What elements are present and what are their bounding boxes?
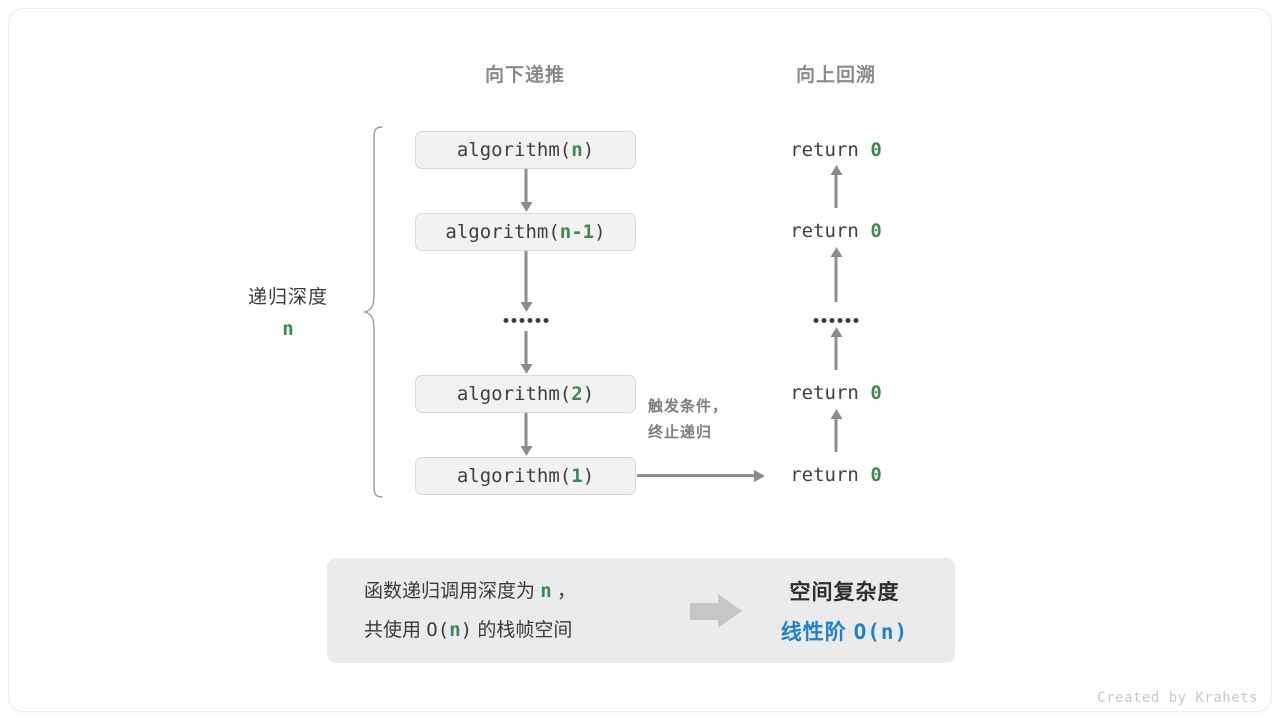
call-box-suffix: ) [594,221,606,243]
call-box-arg: n-1 [559,221,595,243]
call-box-n-minus-1[interactable]: algorithm(n-1) [415,213,636,251]
up-arrow-4 [834,418,838,452]
summary-description: 函数递归调用深度为 n ， 共使用 O(n) 的栈帧空间 [364,572,684,650]
down-arrow-2 [524,251,528,303]
summary-line1-text-b: ， [557,580,577,602]
up-arrow-3 [834,336,838,370]
return-keyword: return [790,464,859,486]
return-keyword: return [790,220,859,242]
column-header-downward: 向下递推 [484,65,565,86]
call-box-2[interactable]: algorithm(2) [415,375,636,413]
summary-line2-text-b: 的栈帧空间 [477,619,573,641]
summary-result: 空间复杂度 线性阶 O(n) [752,576,937,646]
summary-line-2: 共使用 O(n) 的栈帧空间 [364,611,684,650]
complexity-order-name: 线性阶 [780,620,847,644]
call-box-suffix: ) [582,383,595,405]
down-arrow-1 [524,169,528,203]
return-label-2: return 0 [790,220,882,242]
right-block-arrow-icon [690,593,742,628]
summary-line1-text-a: 函数递归调用深度为 [364,580,536,602]
call-box-prefix: algorithm( [456,139,572,161]
return-label-4: return 0 [790,464,882,486]
credit-text: Created by Krahets [1097,690,1258,706]
call-box-arg: 1 [571,465,583,487]
call-box-prefix: algorithm( [456,383,572,405]
return-value: 0 [870,382,882,404]
recursion-depth-brace-icon [362,126,383,498]
call-box-prefix: algorithm( [456,465,572,487]
return-keyword: return [790,382,859,404]
call-box-arg: n [571,139,583,161]
column-header-upward: 向上回溯 [795,65,876,86]
complexity-notation: O(n) [853,619,909,644]
return-value: 0 [870,139,882,161]
return-value: 0 [870,464,882,486]
call-box-suffix: ) [582,139,595,161]
trigger-line-1: 触发条件， [648,398,729,415]
trigger-condition-note: 触发条件， 终止递归 [648,394,728,446]
recursion-depth-text: 递归深度 [247,287,328,308]
space-complexity-value: 线性阶 O(n) [752,616,937,646]
space-complexity-title: 空间复杂度 [789,580,900,604]
summary-line2-o-open: O( [426,618,450,641]
return-label-3: return 0 [790,382,882,404]
recursion-depth-label: 递归深度 n [228,282,348,340]
recursion-depth-value: n [282,318,294,340]
down-arrow-4 [524,413,528,447]
down-arrow-3 [524,331,528,365]
return-label-1: return 0 [790,139,882,161]
trigger-line-2: 终止递归 [648,424,713,441]
return-value: 0 [870,220,882,242]
summary-line1-n: n [540,579,552,602]
summary-line2-o-close: ) [460,618,473,641]
summary-line2-text-a: 共使用 [364,619,422,641]
call-box-n[interactable]: algorithm(n) [415,131,636,169]
call-box-arg: 2 [571,383,583,405]
call-box-1[interactable]: algorithm(1) [415,457,636,495]
return-keyword: return [790,139,859,161]
ellipsis-left [503,318,549,323]
call-box-suffix: ) [582,465,595,487]
terminate-arrow [637,474,755,477]
summary-line2-n: n [449,618,461,641]
call-box-prefix: algorithm( [445,221,560,243]
up-arrow-2 [834,256,838,302]
summary-panel: 函数递归调用深度为 n ， 共使用 O(n) 的栈帧空间 空间复杂度 线性阶 O… [327,558,955,663]
summary-line-1: 函数递归调用深度为 n ， [364,572,684,611]
ellipsis-right [813,318,859,323]
up-arrow-1 [834,174,838,208]
